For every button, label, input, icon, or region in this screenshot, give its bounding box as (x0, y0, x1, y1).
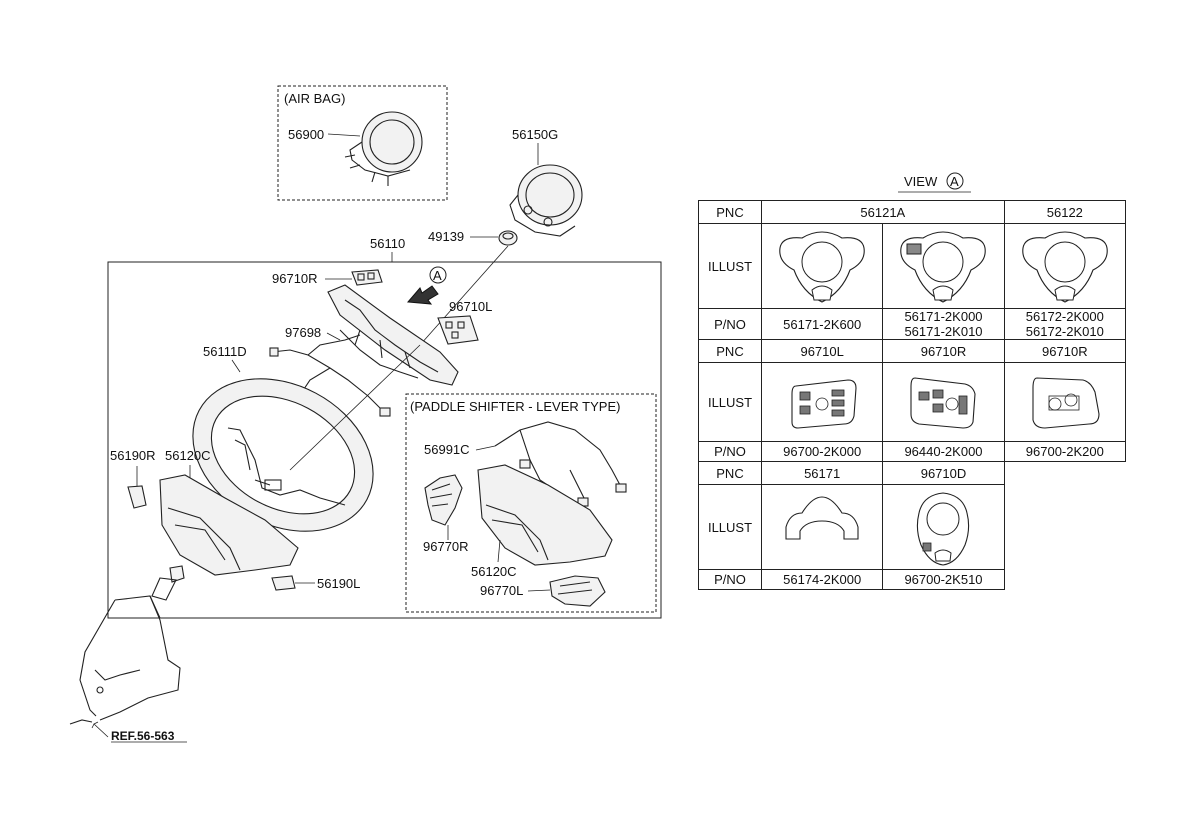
airbag-box (277, 85, 448, 201)
pnc-96710L: 96710L (760, 339, 884, 363)
clip-56190R-drawing (127, 466, 147, 509)
pnc-96710D: 96710D (882, 461, 1005, 485)
pno-56172-2K000: 56172-2K000 (1025, 309, 1104, 324)
pno-96700-2K200: 96700-2K200 (1003, 441, 1127, 462)
header-pno: P/NO (698, 569, 762, 590)
view-title: VIEW (904, 174, 938, 189)
part-label-56900: 56900 (288, 127, 324, 142)
pno-56171-2K010: 56171-2K010 (904, 324, 983, 339)
view-a-marker: A (433, 268, 442, 283)
paddle-shifter-box-label: (PADDLE SHIFTER - LEVER TYPE) (410, 399, 620, 414)
paddle-96770R-drawing (424, 474, 463, 526)
empty-cell (1004, 462, 1125, 485)
header-pnc: PNC (698, 461, 762, 485)
part-label-49139: 49139 (428, 229, 464, 244)
ref-label: REF.56-563 (111, 729, 175, 743)
table-row: PNC 96710L 96710R 96710R (698, 339, 1127, 363)
header-pnc: PNC (698, 339, 762, 363)
empty-cell (1004, 570, 1125, 590)
illust-cover-plain (760, 223, 884, 309)
empty-cell (1004, 485, 1125, 570)
pnc-56171: 56171 (760, 461, 884, 485)
header-pno: P/NO (698, 441, 762, 462)
illust-cover-96710D (882, 484, 1005, 570)
view-a-arrow (406, 285, 439, 305)
pno-56171-2K600: 56171-2K600 (760, 308, 884, 340)
table-row: ILLUST (698, 362, 1127, 442)
switch-96710L-drawing (437, 315, 479, 345)
part-label-56150G: 56150G (512, 127, 558, 142)
switch-96710R-drawing (351, 269, 383, 286)
header-pno: P/NO (698, 308, 762, 340)
illust-switch-right-b (1003, 362, 1127, 442)
table-row: ILLUST (698, 484, 1126, 570)
pno-56172-pair: 56172-2K000 56172-2K010 (1003, 308, 1127, 340)
part-label-96770R: 96770R (423, 539, 469, 554)
table-row: P/NO 96700-2K000 96440-2K000 96700-2K200 (698, 441, 1127, 462)
paddle-shifter-box (405, 393, 657, 613)
cover-56120C-paddle-drawing (477, 464, 613, 566)
airbag-module-drawing (344, 111, 423, 186)
pno-96700-2K510: 96700-2K510 (882, 569, 1005, 590)
steering-column-drawing (69, 565, 185, 725)
pno-56171-2K000: 56171-2K000 (904, 309, 983, 324)
nut-49139-drawing (498, 230, 518, 246)
ref-arrow (91, 721, 109, 738)
pnc-96710R-b: 96710R (1003, 339, 1127, 363)
pnc-96710R: 96710R (882, 339, 1005, 363)
paddle-96770L-drawing (549, 575, 606, 607)
part-label-97698: 97698 (285, 325, 321, 340)
part-label-56120C: 56120C (165, 448, 211, 463)
table-row: PNC 56171 96710D (698, 461, 1126, 485)
part-label-56190R: 56190R (110, 448, 156, 463)
pno-56171-pair: 56171-2K000 56171-2K010 (882, 308, 1005, 340)
illust-cover-switch (882, 223, 1005, 309)
part-label-56190L: 56190L (317, 576, 360, 591)
part-label-56111D: 56111D (203, 344, 247, 359)
view-title-marker: A (950, 174, 959, 189)
airbag-box-label: (AIR BAG) (284, 91, 345, 106)
view-title-marker-circle (946, 172, 964, 190)
pnc-56122: 56122 (1003, 200, 1127, 224)
airbag-56150G-drawing (509, 164, 583, 237)
cover-56120C-drawing (159, 474, 299, 576)
header-illust: ILLUST (698, 362, 762, 442)
illust-trim-56171 (760, 484, 884, 570)
illust-cover-56122 (1003, 223, 1127, 309)
illust-switch-right (882, 362, 1005, 442)
part-label-56991C: 56991C (424, 442, 470, 457)
clip-56190L-drawing (271, 575, 296, 591)
view-a-marker-circle (429, 266, 447, 284)
pno-56174-2K000: 56174-2K000 (760, 569, 884, 590)
pno-96440-2K000: 96440-2K000 (882, 441, 1005, 462)
view-a-parts-table: PNC 56121A 56122 ILLUST (698, 200, 1127, 590)
part-label-96710R: 96710R (272, 271, 318, 286)
header-pnc: PNC (698, 200, 762, 224)
main-assembly-box (107, 261, 662, 619)
header-illust: ILLUST (698, 484, 762, 570)
pno-56172-2K010: 56172-2K010 (1025, 324, 1104, 339)
table-row: PNC 56121A 56122 (698, 200, 1127, 224)
table-row: ILLUST (698, 223, 1127, 309)
illust-switch-left (760, 362, 884, 442)
table-row: P/NO 56171-2K600 56171-2K000 56171-2K010… (698, 308, 1127, 340)
pnc-56121A: 56121A (761, 200, 1005, 224)
part-label-56120C-paddle: 56120C (471, 564, 517, 579)
part-label-96770L: 96770L (480, 583, 523, 598)
header-illust: ILLUST (698, 223, 762, 309)
part-label-96710L: 96710L (449, 299, 492, 314)
table-row: P/NO 56174-2K000 96700-2K510 (698, 569, 1126, 590)
steering-wheel-rim-drawing (192, 344, 421, 532)
part-label-56110: 56110 (370, 236, 405, 251)
pno-96700-2K000: 96700-2K000 (760, 441, 884, 462)
wheel-body-drawing (327, 284, 459, 386)
